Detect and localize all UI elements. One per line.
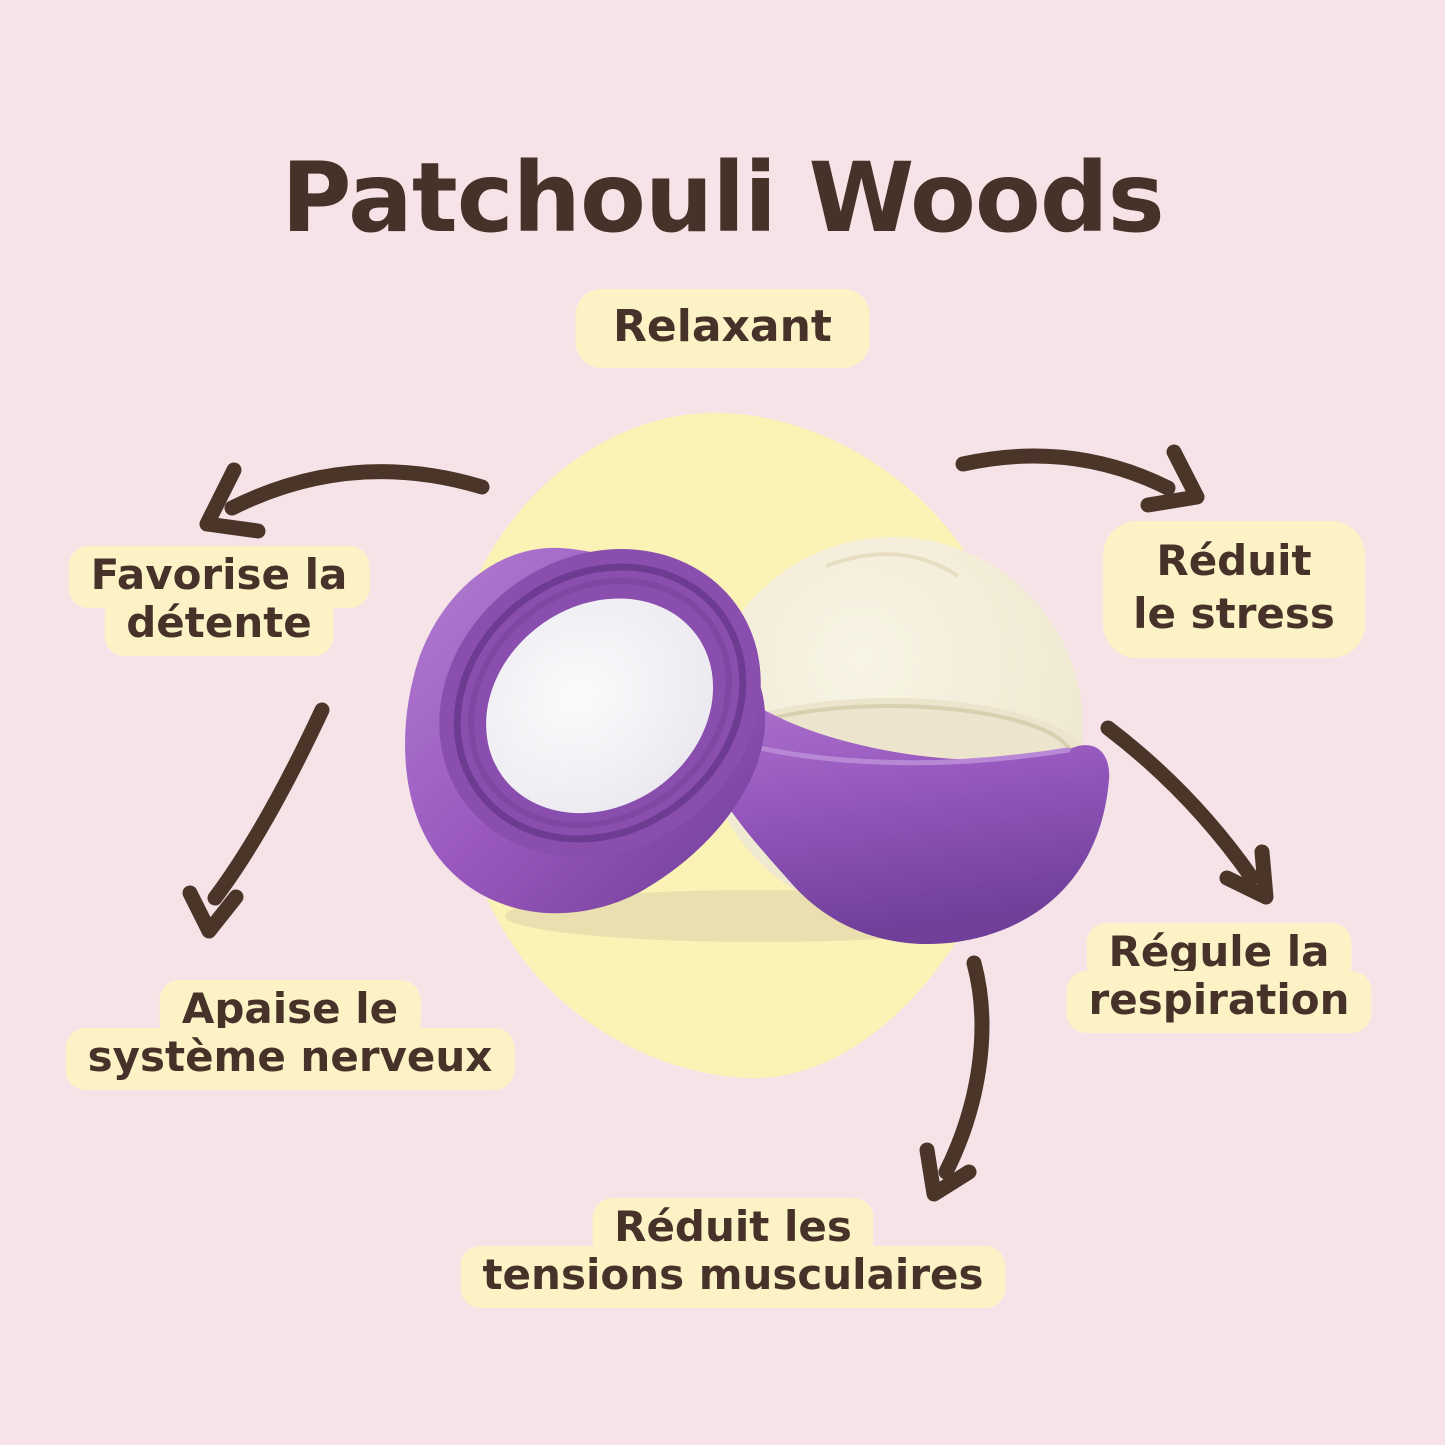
benefit-line: respiration	[1066, 971, 1372, 1034]
benefit-label-detente: Favorise la détente	[68, 546, 370, 657]
arrow-mid-left-icon	[182, 702, 330, 939]
subtitle-badge: Relaxant	[575, 289, 870, 368]
lid-thread-outer	[453, 563, 747, 843]
arrow-bottom-icon	[919, 955, 990, 1202]
product-image	[405, 537, 1110, 945]
balm-ridge-3	[825, 552, 960, 578]
benefit-line: détente	[104, 594, 334, 657]
arrow-mid-right-icon	[1100, 720, 1274, 905]
benefit-label-tensions: Réduit les tensions musculaires	[460, 1198, 1006, 1309]
arrow-top-right-icon	[955, 444, 1205, 513]
benefit-line: tensions musculaires	[460, 1246, 1006, 1309]
arrow-top-left-icon	[199, 462, 490, 539]
benefit-label-respiration: Régule la respiration	[1066, 923, 1372, 1034]
benefit-line: système nerveux	[65, 1028, 515, 1091]
page-title: Patchouli Woods	[281, 142, 1164, 254]
lid	[405, 547, 766, 914]
benefit-line: le stress	[1133, 588, 1335, 638]
lid-inner-balm	[486, 598, 714, 814]
benefit-label-stress: Réduit le stress	[1103, 521, 1365, 658]
benefit-line: Réduit	[1156, 536, 1312, 585]
lid-thread-inner	[468, 577, 732, 829]
arrows	[182, 444, 1274, 1202]
base-bowl	[700, 704, 1110, 945]
benefit-label-nerveux: Apaise le système nerveux	[65, 980, 515, 1091]
